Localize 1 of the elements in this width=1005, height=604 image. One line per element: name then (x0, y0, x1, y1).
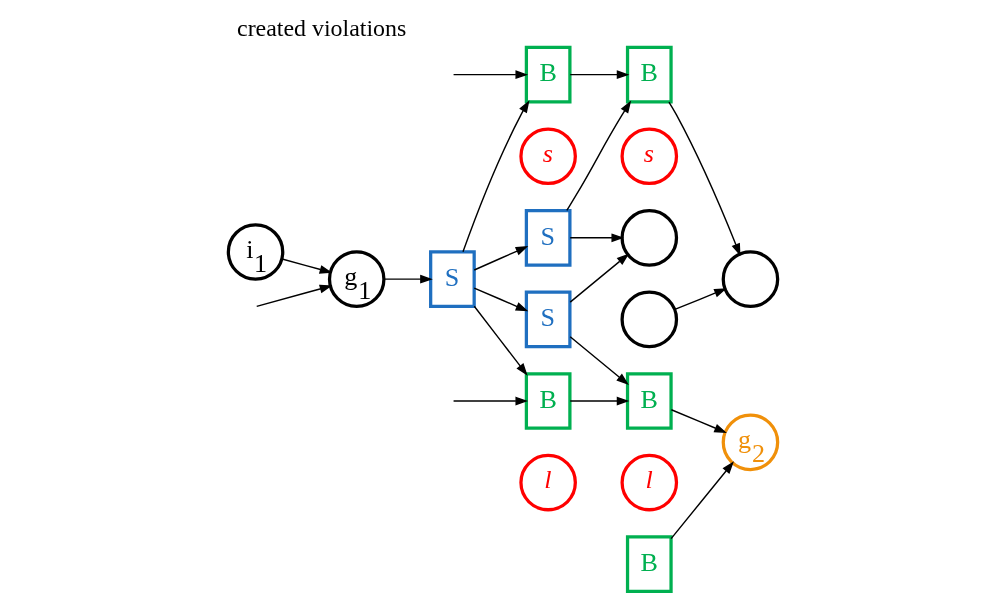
diagram-title: created violations (236, 15, 406, 42)
